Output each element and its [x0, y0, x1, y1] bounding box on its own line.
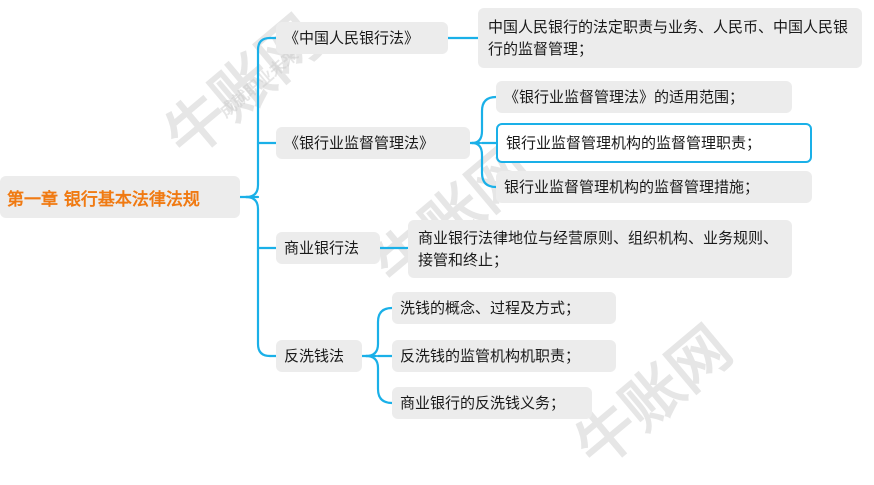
branch-node-anti-money-laundering-law[interactable]: 反洗钱法 — [276, 340, 362, 372]
connector-lines — [238, 36, 498, 405]
leaf-label: 反洗钱的监管机构机职责； — [400, 347, 581, 365]
connector-b4-spine-up — [364, 306, 394, 358]
leaf-node-aml-regulators[interactable]: 反洗钱的监管机构机职责； — [392, 340, 616, 372]
leaf-node-aml-concept[interactable]: 洗钱的概念、过程及方式； — [392, 292, 616, 324]
mind-map: 牛账网 成就职业未来 牛账网 牛账网 — [0, 3, 862, 482]
branch-label: 《银行业监督管理法》 — [284, 134, 435, 152]
branch-node-pboc-law[interactable]: 《中国人民银行法》 — [276, 22, 448, 54]
leaf-node-supervision-measures[interactable]: 银行业监督管理机构的监督管理措施； — [496, 171, 812, 203]
leaf-label: 银行业监督管理机构的监督管理措施； — [504, 178, 760, 196]
connector-b4-spine-down — [364, 354, 394, 405]
leaf-label: 银行业监督管理机构的监督管理职责； — [506, 134, 762, 152]
leaf-node-aml-obligations[interactable]: 商业银行的反洗钱义务； — [392, 387, 592, 419]
root-label: 第一章 银行基本法律法规 — [7, 189, 200, 210]
connector-spine-upper — [244, 36, 272, 199]
leaf-label: 中国人民银行的法定职责与业务、人民币、中国人民银行的监督管理； — [488, 18, 849, 58]
leaf-label: 商业银行的反洗钱义务； — [400, 394, 566, 412]
connector-b2-spine-down — [470, 141, 498, 189]
branch-label: 商业银行法 — [284, 239, 360, 257]
branch-node-commercial-bank-law[interactable]: 商业银行法 — [276, 232, 380, 264]
leaf-label: 洗钱的概念、过程及方式； — [400, 299, 581, 317]
connector-spine-lower — [244, 195, 272, 358]
leaf-node-commercial-bank-rules[interactable]: 商业银行法律地位与经营原则、组织机构、业务规则、接管和终止； — [408, 220, 792, 278]
branch-node-banking-supervision-law[interactable]: 《银行业监督管理法》 — [276, 127, 470, 159]
connector-b2-spine-up — [470, 95, 498, 145]
branch-label: 《中国人民银行法》 — [284, 29, 420, 47]
leaf-label: 商业银行法律地位与经营原则、组织机构、业务规则、接管和终止； — [418, 229, 779, 269]
leaf-node-pboc-duties[interactable]: 中国人民银行的法定职责与业务、人民币、中国人民银行的监督管理； — [478, 8, 862, 68]
branch-label: 反洗钱法 — [284, 347, 345, 365]
root-node[interactable]: 第一章 银行基本法律法规 — [0, 176, 240, 218]
leaf-node-supervision-duties[interactable]: 银行业监督管理机构的监督管理职责； — [496, 123, 812, 163]
leaf-label: 《银行业监督管理法》的适用范围； — [504, 88, 745, 106]
leaf-node-scope[interactable]: 《银行业监督管理法》的适用范围； — [496, 81, 792, 113]
